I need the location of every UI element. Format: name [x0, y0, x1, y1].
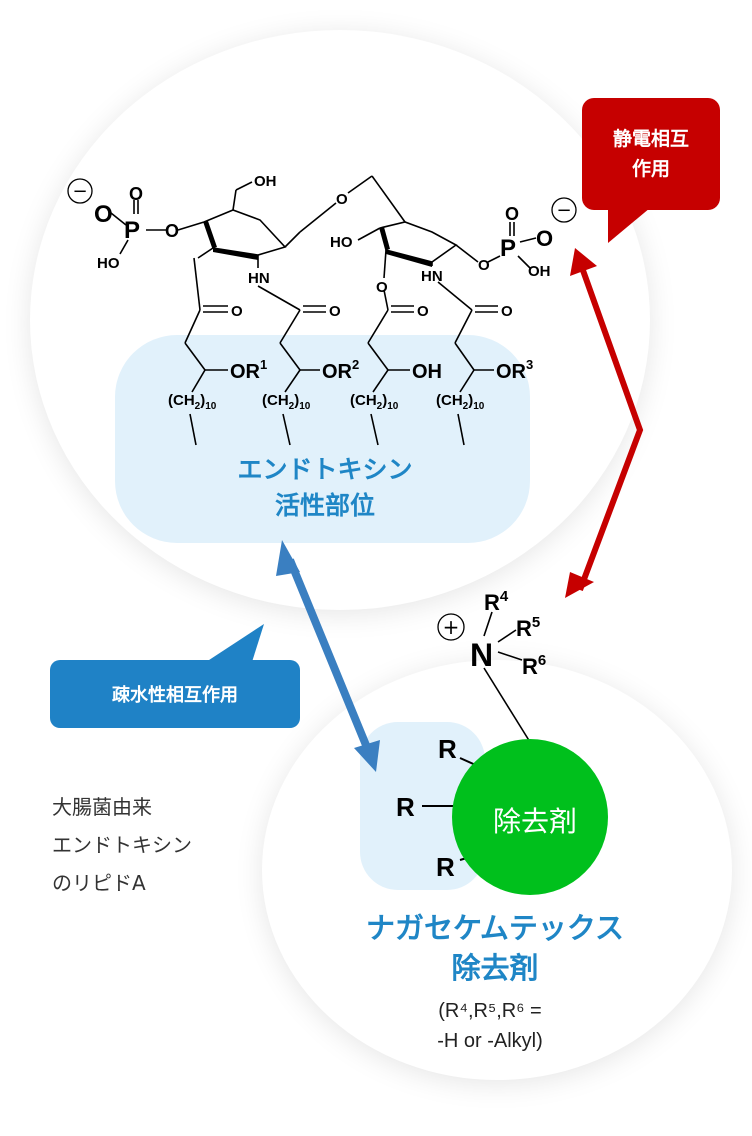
- alkyl-r-labels: R R R: [396, 734, 457, 882]
- right-phosphate-o-double: O: [505, 204, 519, 224]
- remover-ball: [452, 739, 608, 895]
- electrostatic-interaction-callout: 静電相互 作用: [582, 98, 720, 210]
- chain2-group: OR2: [322, 357, 359, 383]
- positive-charge-text: +: [443, 615, 460, 639]
- alkyl-r-middle: R: [396, 792, 415, 822]
- arrowhead-up: [570, 248, 597, 276]
- right-phosphate-o-link: O: [478, 257, 490, 274]
- hydrophobic-arrow: [276, 540, 380, 772]
- alkyl-r-bottom: R: [436, 852, 455, 882]
- remover-ball-label: 除去剤: [492, 805, 577, 838]
- atom-labels: O P O HO O OH HN O HO HN O P O O OH O: [94, 173, 553, 296]
- positive-charge-icon: [437, 613, 465, 641]
- chain3-ester-o: O: [417, 303, 429, 320]
- left-phosphate-o-double: O: [129, 184, 143, 204]
- hydro-callout-tail: [206, 624, 264, 662]
- active-site-label: エンドトキシン 活性部位: [180, 452, 470, 524]
- remover-title-line1: ナガセケムテックス: [365, 911, 625, 945]
- right-phosphate-o-single: O: [536, 226, 553, 251]
- electro-callout-line1: 静電相互: [612, 128, 689, 150]
- chain1-ch2: (CH2)10: [168, 392, 217, 412]
- active-site-line1: エンドトキシン: [237, 455, 413, 484]
- remover-substituent-note: (R⁴,R⁵,R⁶ = -H or -Alkyl): [380, 996, 600, 1056]
- right-sugar-nh: HN: [421, 268, 443, 285]
- chain4-ch2: (CH2)10: [436, 392, 485, 412]
- ammonium-r6: R6: [522, 652, 546, 679]
- left-charge-text: −: [72, 181, 87, 202]
- ammonium-r5: R5: [516, 614, 540, 641]
- molecule-bonds: [110, 175, 537, 861]
- active-site-line2: 活性部位: [274, 491, 375, 520]
- ammonium-r4: R4: [484, 588, 509, 615]
- chain1-group: OR1: [230, 357, 267, 383]
- wedge-bonds: [204, 221, 432, 267]
- electrostatic-arrow: [565, 248, 644, 598]
- arrowhead-down: [565, 572, 594, 598]
- left-phosphate-o-single: O: [94, 201, 113, 228]
- right-sugar-ho: HO: [330, 234, 353, 251]
- ammonium-n: N: [470, 637, 493, 673]
- left-phosphate-o-link: O: [165, 221, 179, 241]
- hydrophobic-interaction-callout: 疎水性相互作用: [50, 660, 300, 728]
- lipid-a-line2: エンドトキシン: [52, 833, 192, 857]
- active-site-highlight: [115, 335, 530, 543]
- ammonium-group: N R4 R5 R6: [470, 588, 546, 679]
- electro-callout-line2: 作用: [631, 158, 670, 180]
- chain4-group: OR3: [496, 357, 533, 383]
- right-phosphate-oh: OH: [528, 263, 551, 280]
- alkyl-r-top: R: [438, 734, 457, 764]
- right-phosphate-p: P: [500, 235, 516, 262]
- chain1-ester-o: O: [231, 303, 243, 320]
- lipid-a-line3: のリピドA: [52, 871, 146, 895]
- remover-note-line2: -H or -Alkyl): [437, 1030, 543, 1052]
- hydro-callout-text: 疎水性相互作用: [112, 685, 238, 706]
- chain2-ch2: (CH2)10: [262, 392, 311, 412]
- remover-title-line2: 除去剤: [451, 951, 539, 985]
- negative-charge-icon: [551, 197, 577, 223]
- chain3-group: OH: [412, 361, 442, 383]
- right-charge-text: −: [556, 200, 571, 221]
- chain3-ch2: (CH2)10: [350, 392, 399, 412]
- remover-note-line1: (R⁴,R⁵,R⁶ =: [438, 1000, 542, 1022]
- left-sugar-nh: HN: [248, 270, 270, 287]
- lipid-a-label: 大腸菌由来 エンドトキシン のリピドA: [52, 788, 192, 902]
- charge-symbols: − − +: [67, 178, 577, 641]
- fatty-acid-chains: O O O O OR1 OR2 OH OR3 (CH2)10 (CH2)10 (…: [168, 303, 533, 412]
- left-phosphate-oh: HO: [97, 255, 120, 272]
- glycosidic-o: O: [336, 191, 348, 208]
- electro-callout-tail: [608, 208, 650, 243]
- left-sugar-oh: OH: [254, 173, 277, 190]
- chain3-link-o: O: [376, 279, 388, 296]
- remover-title: ナガセケムテックス 除去剤: [300, 908, 690, 988]
- lipid-a-line1: 大腸菌由来: [52, 795, 152, 819]
- left-phosphate-p: P: [124, 217, 140, 244]
- chain4-ester-o: O: [501, 303, 513, 320]
- arrowhead-down: [354, 740, 380, 772]
- chain2-ester-o: O: [329, 303, 341, 320]
- arrowhead-up: [276, 540, 300, 576]
- negative-charge-icon: [67, 178, 93, 204]
